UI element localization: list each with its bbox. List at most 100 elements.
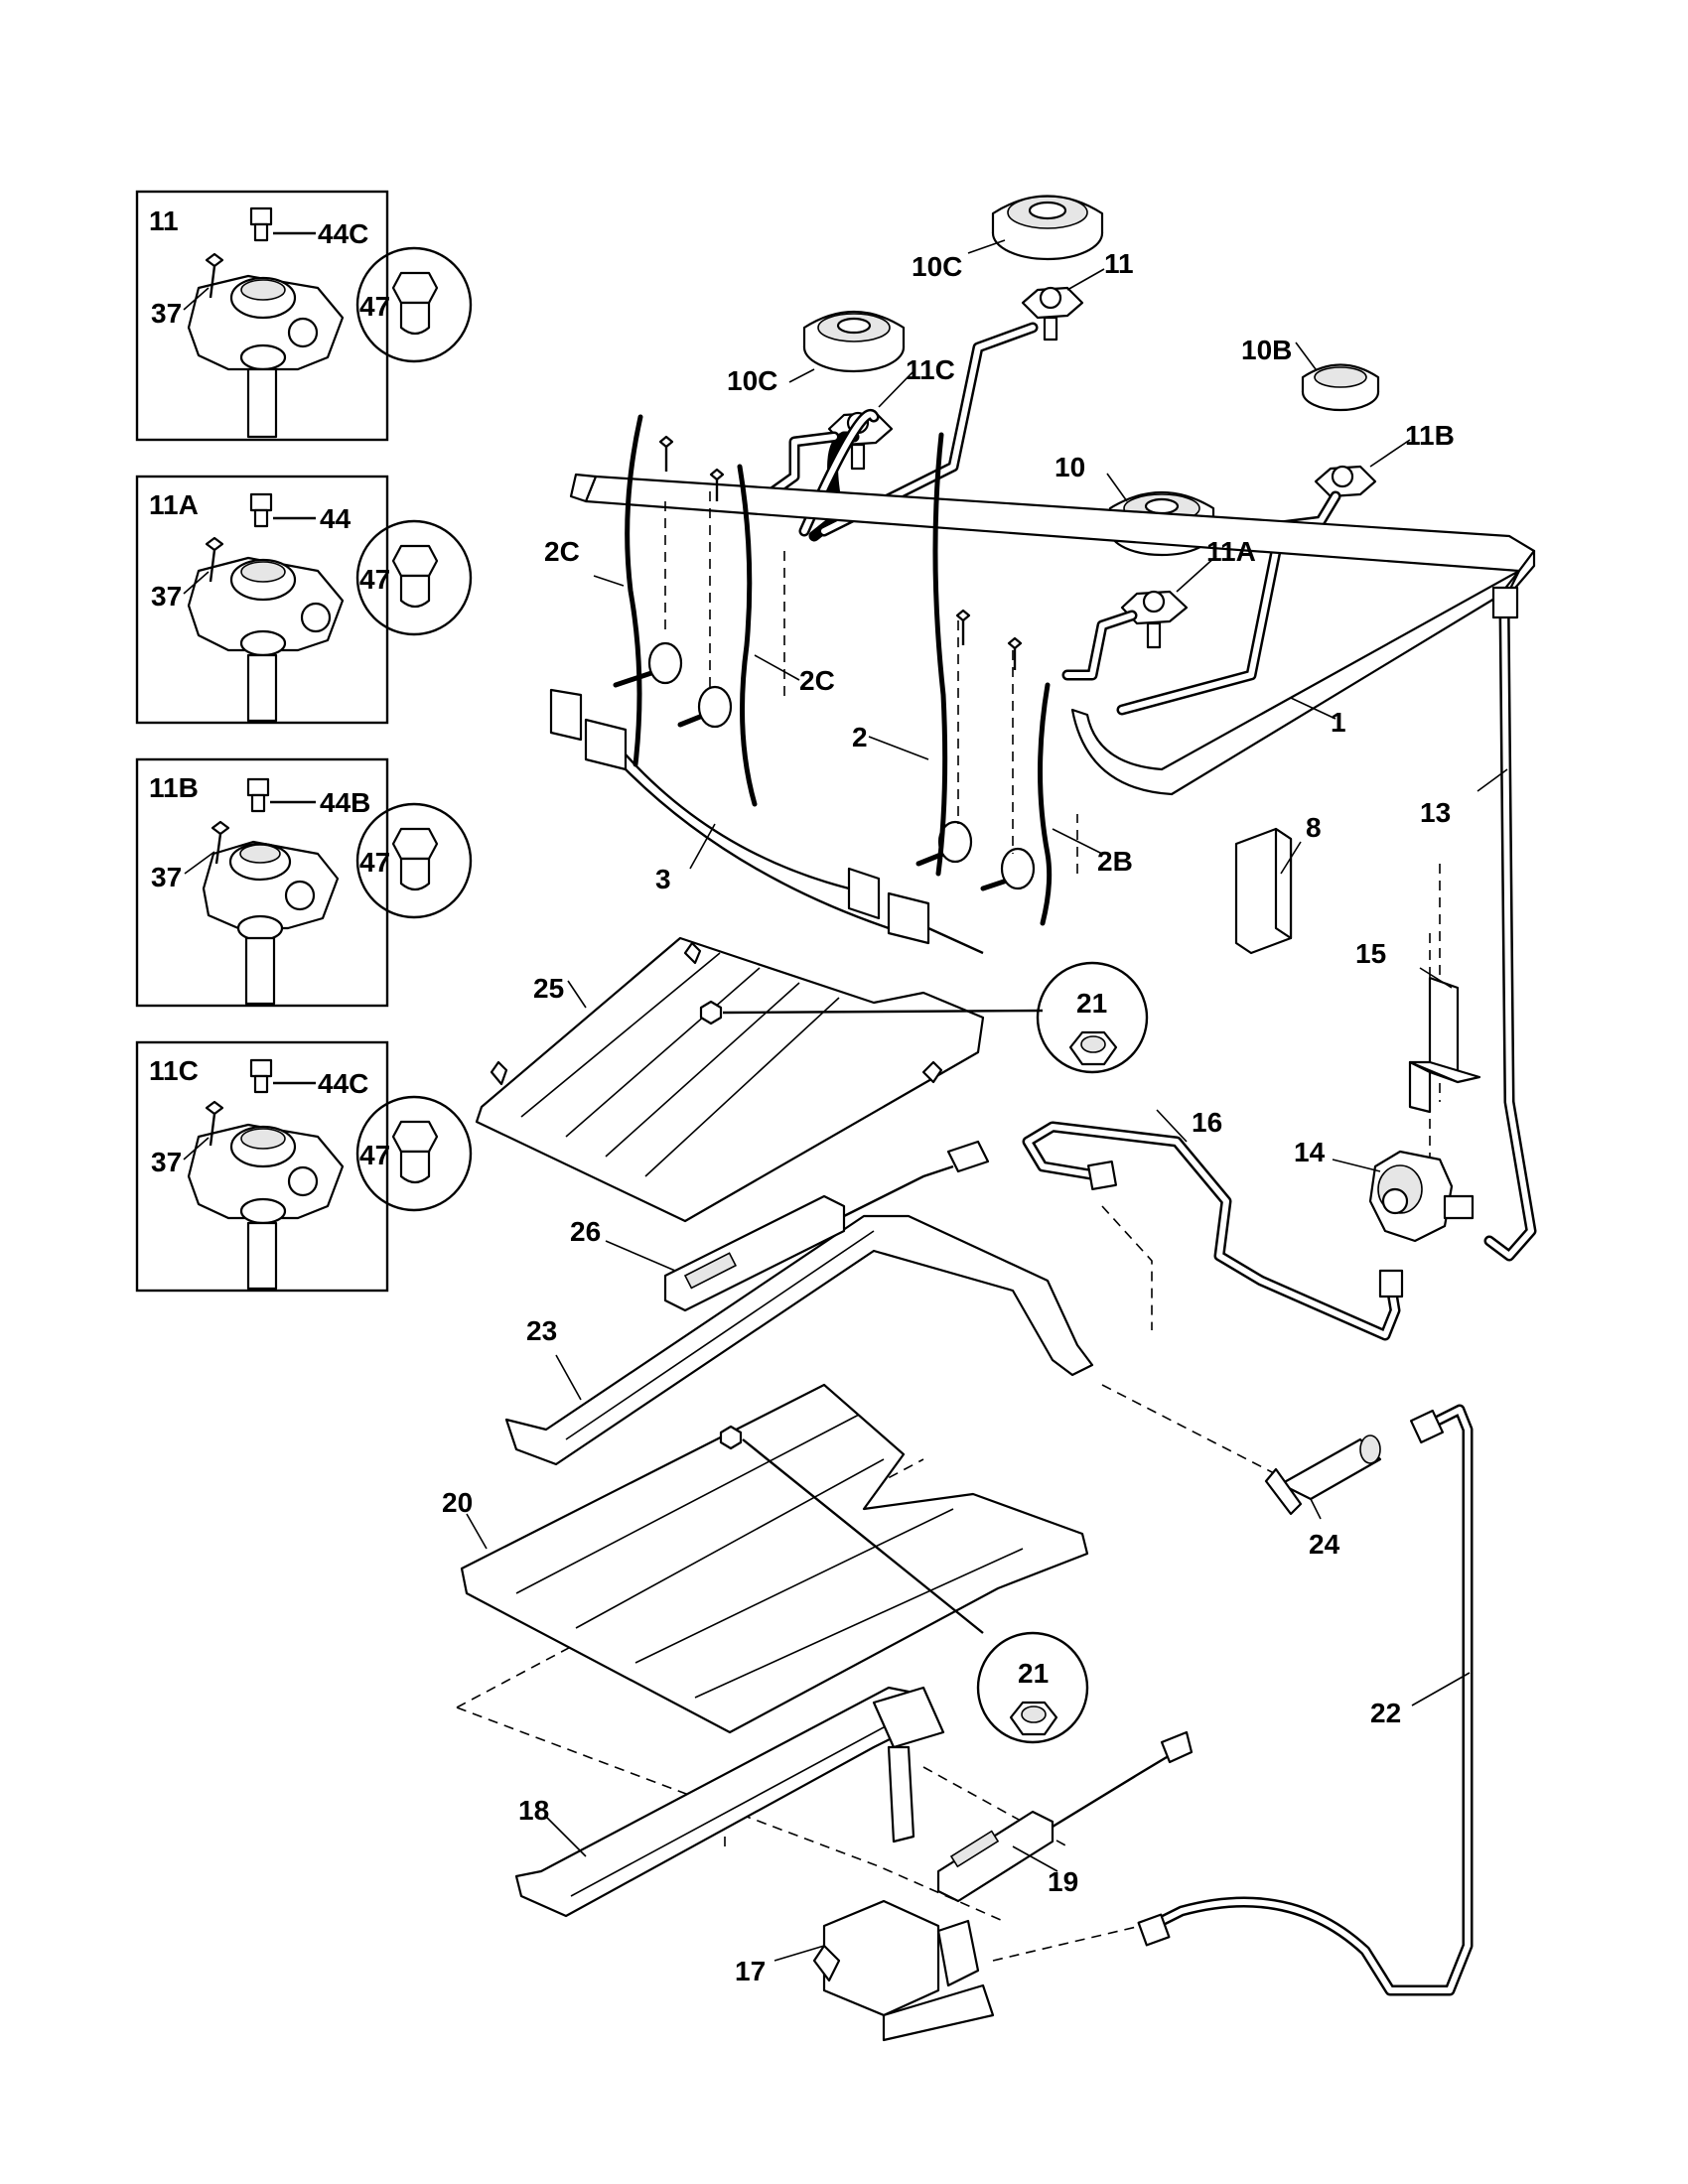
callout-8: 8 (1306, 812, 1322, 843)
orifice-screw-icon (249, 492, 273, 528)
hex-nut-icon (1009, 1030, 1118, 1736)
callout-10b: 10B (1241, 335, 1292, 365)
inset-label-orifice: 47 (359, 1140, 390, 1170)
callout-11: 11 (1104, 248, 1134, 279)
callout-14: 14 (1294, 1137, 1326, 1167)
orifice-icon (391, 544, 439, 609)
callout-19: 19 (1048, 1866, 1078, 1897)
pressure-regulator-14 (1368, 1150, 1475, 1243)
orifice-screw-icon (249, 206, 273, 242)
inset-label-screw: 37 (151, 581, 182, 612)
orifice-icon (391, 1120, 439, 1184)
inset-title: 11 (149, 205, 179, 236)
burner-base-drawing (202, 840, 340, 1006)
orifice-detail-circle (355, 246, 473, 363)
orifice-screw-icon (246, 777, 270, 813)
broil-burner-23 (504, 1214, 1094, 1466)
orifice-detail-circle (355, 519, 473, 636)
callout-2c-left: 2C (544, 536, 580, 567)
inset-label-orifice: 47 (359, 564, 390, 595)
inset-label-part: 44C (318, 218, 368, 249)
bake-burner-18 (514, 1686, 945, 1918)
callout-15: 15 (1355, 938, 1386, 969)
burner-base-11b (1314, 465, 1377, 498)
nut-icon (699, 1000, 743, 1450)
burner-base-drawing (187, 1123, 345, 1291)
orifice-icon (391, 827, 439, 891)
gas-tube-13 (1483, 586, 1537, 1262)
elbow-fitting-24 (1264, 1434, 1382, 1516)
callout-17: 17 (735, 1956, 766, 1986)
inset-label-screw: 37 (151, 298, 182, 329)
orifice-detail-circle (355, 1095, 473, 1212)
orifice-detail-circle (355, 802, 473, 919)
screw-icon (205, 1100, 224, 1147)
inset-title: 11B (149, 772, 199, 803)
burner-head-10b (1301, 363, 1380, 412)
oven-safety-valve-17 (812, 1899, 995, 2042)
gas-tube-22 (1137, 1404, 1474, 1996)
callout-21-lower: 21 (1018, 1658, 1049, 1689)
screw-icon (205, 252, 224, 299)
callout-24: 24 (1309, 1529, 1340, 1560)
inset-label-screw: 37 (151, 1147, 182, 1177)
bake-igniter-19 (936, 1730, 1194, 1903)
callout-13: 13 (1420, 797, 1451, 828)
bracket-15 (1408, 976, 1481, 1114)
nut-detail-circle-21-upper (1036, 961, 1149, 1074)
valve-2c-b (677, 685, 733, 729)
leader-lines (466, 239, 1508, 1962)
callout-18: 18 (518, 1795, 549, 1826)
burner-base-11 (1021, 286, 1084, 341)
callout-25: 25 (533, 973, 564, 1004)
callout-11c: 11C (906, 354, 955, 385)
orifice-icon (391, 271, 439, 336)
callout-2b: 2B (1097, 846, 1133, 877)
callout-20: 20 (442, 1487, 473, 1518)
burner-head-10c-top (991, 195, 1104, 261)
inset-panel-11a: 11A 44 37 47 (135, 475, 473, 725)
orifice-screw-icon (249, 1058, 273, 1094)
burner-base-drawing (187, 274, 345, 439)
callout-23: 23 (526, 1315, 557, 1346)
valve-2c-a (613, 641, 683, 688)
bake-shield-20 (460, 1383, 1089, 1734)
inset-panel-11c: 11C 44C 37 47 (135, 1040, 473, 1293)
valve-2b (980, 847, 1036, 891)
nut-detail-circle-21-lower (976, 1631, 1089, 1744)
callout-10c-left: 10C (727, 365, 777, 396)
burner-base-drawing (187, 556, 345, 723)
inset-label-orifice: 47 (359, 847, 390, 878)
broil-igniter-26 (663, 1140, 990, 1312)
mounting-screws (658, 435, 1023, 670)
callout-labels: 10C 11 10C 11C 10B 11B 10 11A 2C 2C 1 2 … (442, 248, 1455, 1986)
inset-label-part: 44B (320, 787, 370, 818)
callout-10c-top: 10C (912, 251, 962, 282)
callout-21-upper: 21 (1076, 988, 1107, 1019)
inset-panel-11: 11 44C 37 47 (135, 190, 473, 442)
callout-10: 10 (1055, 452, 1085, 482)
ignition-switch-wires (625, 414, 1053, 926)
callout-3: 3 (655, 864, 671, 894)
inset-label-part: 44C (318, 1068, 368, 1099)
inset-title: 11A (149, 489, 199, 520)
callout-11a: 11A (1206, 536, 1256, 567)
callout-11b: 11B (1405, 420, 1455, 451)
inset-title: 11C (149, 1055, 199, 1086)
callout-1: 1 (1331, 707, 1346, 738)
callout-2c-right: 2C (799, 665, 835, 696)
callout-2: 2 (852, 722, 868, 752)
manifold-pipe-1 (569, 473, 1536, 796)
spark-module-8 (1234, 827, 1293, 955)
valve-bracket-3 (549, 688, 984, 955)
callout-22: 22 (1370, 1698, 1401, 1728)
callout-26: 26 (570, 1216, 601, 1247)
inset-label-screw: 37 (151, 862, 182, 892)
inset-panel-11b: 11B 44B 37 47 (135, 757, 473, 1008)
screw-icon (205, 536, 224, 583)
gas-tube-16 (1022, 1121, 1404, 1341)
broil-shield-25 (475, 936, 985, 1223)
burner-base-11a (1120, 590, 1189, 649)
inset-label-part: 44 (320, 503, 352, 534)
